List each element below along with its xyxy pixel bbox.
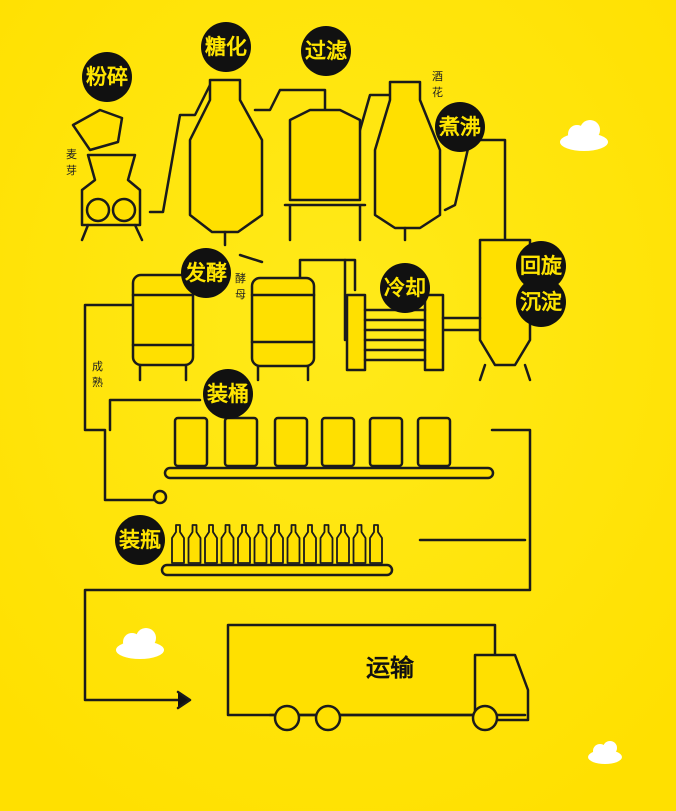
bottle-icon <box>270 524 284 564</box>
svg-text:装桶: 装桶 <box>207 382 249 406</box>
step-cooling: 冷却 <box>380 263 430 313</box>
fermentation-tank <box>238 253 316 382</box>
mash-tun <box>188 78 264 247</box>
wheel-icon <box>471 704 499 732</box>
label-malt: 芽 <box>66 163 77 177</box>
step-bottling: 装瓶 <box>115 515 165 565</box>
bottle-conveyor <box>160 563 394 577</box>
label-yeast: 母 <box>235 288 246 301</box>
label-yeast: 酵 <box>235 272 246 285</box>
label-hops: 花 <box>432 86 443 99</box>
svg-text:过滤: 过滤 <box>305 39 347 63</box>
bottle-icon <box>237 524 251 564</box>
step-kegging: 装桶 <box>203 369 253 419</box>
bottle-icon <box>369 524 383 564</box>
label-malt: 麦 <box>66 148 77 161</box>
gear-icon <box>111 197 137 223</box>
malt-sack-icon <box>71 108 124 152</box>
svg-text:发酵: 发酵 <box>184 261 227 285</box>
svg-text:糖化: 糖化 <box>205 35 247 59</box>
wheel-icon <box>314 704 342 732</box>
bottle-icon <box>187 524 202 564</box>
label-maturation: 成 <box>92 360 103 373</box>
svg-text:粉碎: 粉碎 <box>86 65 128 89</box>
bottle-icon <box>303 524 317 564</box>
step-fermentation: 发酵 <box>181 248 231 298</box>
bottle-icon <box>171 524 185 564</box>
svg-text:回旋: 回旋 <box>520 254 563 278</box>
bottle-icon <box>352 524 367 564</box>
fermentation-tank <box>131 273 195 382</box>
label-hops: 酒 <box>432 70 443 83</box>
bottle-icon <box>286 524 301 564</box>
bottle-line <box>171 524 383 564</box>
cloud-icon <box>560 120 608 151</box>
gear-icon <box>85 197 111 223</box>
lauter-tun <box>283 108 367 242</box>
keg-line <box>163 416 495 480</box>
bottle-icon <box>319 524 334 564</box>
cloud-icon <box>116 628 164 659</box>
bottle-icon <box>220 524 235 564</box>
svg-text:沉淀: 沉淀 <box>520 290 563 314</box>
svg-text:装瓶: 装瓶 <box>119 528 161 552</box>
step-mashing: 糖化 <box>201 22 251 72</box>
bottle-icon <box>253 524 268 564</box>
step-milling: 粉碎 <box>82 52 132 102</box>
valve-icon <box>152 489 168 505</box>
boil-kettle <box>373 80 442 242</box>
label-maturation: 熟 <box>92 375 103 389</box>
delivery-truck <box>226 623 530 732</box>
step-filtering: 过滤 <box>301 26 351 76</box>
bottle-icon <box>204 524 218 564</box>
bottle-icon <box>336 524 350 564</box>
step-transport: 运输 <box>366 654 415 682</box>
svg-text:煮沸: 煮沸 <box>438 115 481 139</box>
svg-text:冷却: 冷却 <box>384 276 426 300</box>
wheel-icon <box>273 704 301 732</box>
malt-mill <box>71 108 144 242</box>
step-boiling: 煮沸 <box>435 102 485 152</box>
cloud-icon <box>588 741 622 764</box>
